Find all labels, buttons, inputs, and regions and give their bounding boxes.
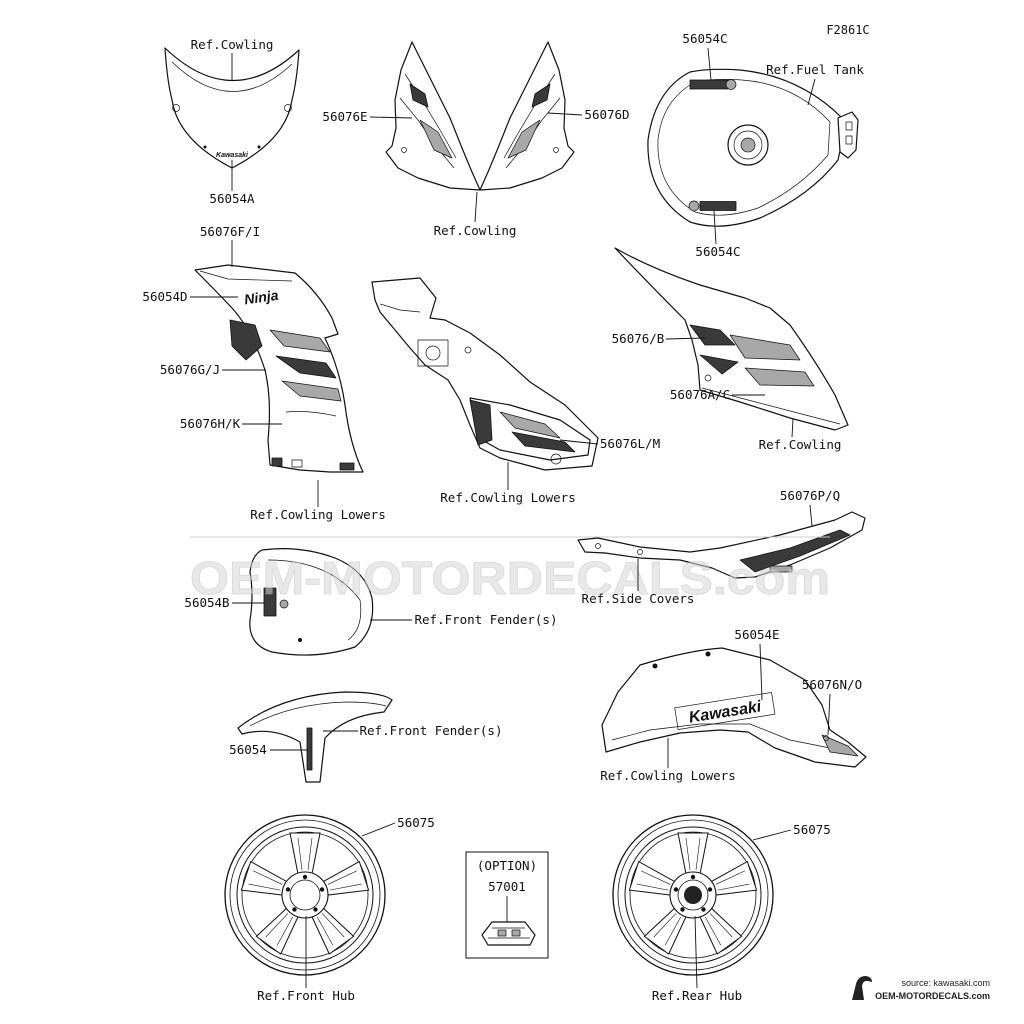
callout-front-wheel: 56075 Ref.Front Hub xyxy=(257,815,435,1003)
ref-cowling-lowers-label: Ref.Cowling Lowers xyxy=(600,768,735,783)
option-box: (OPTION) 57001 xyxy=(465,851,549,959)
ninja-decal: Ninja xyxy=(243,287,279,308)
part-56076D-label: 56076D xyxy=(584,107,629,122)
part-56076B-label: 56076/B xyxy=(612,331,665,346)
windscreen-kawasaki-decal: Kawasaki xyxy=(216,152,249,159)
ref-front-fender-label: Ref.Front Fender(s) xyxy=(360,723,503,738)
part-56075-front-label: 56075 xyxy=(397,815,435,830)
front-fender-side xyxy=(237,691,393,783)
tail-cowl xyxy=(614,247,849,431)
inner-cowl xyxy=(371,277,599,471)
part-56076HK-label: 56076H/K xyxy=(180,416,241,431)
callout-side-covers: 56076P/Q Ref.Side Covers xyxy=(582,488,841,606)
upper-cowl-left-panel xyxy=(385,41,481,191)
option-title: (OPTION) xyxy=(477,858,537,873)
source-credit: source: kawasaki.com xyxy=(901,978,990,988)
tank-decal-bottom xyxy=(688,200,737,212)
side-cowl: Ninja xyxy=(194,264,364,473)
option-part-number: 57001 xyxy=(488,879,526,894)
part-56076NO-label: 56076N/O xyxy=(802,677,862,692)
part-56054E-label: 56054E xyxy=(734,627,779,642)
callout-tail-cowl: 56076/B 56076A/C Ref.Cowling xyxy=(612,331,842,452)
option-part-drawing xyxy=(481,921,536,946)
ref-cowling-lowers-label: Ref.Cowling Lowers xyxy=(250,507,385,522)
fender-decal-56054B xyxy=(263,587,277,617)
callout-inner-cowl: 56076L/M Ref.Cowling Lowers xyxy=(440,436,660,505)
part-56076GJ-label: 56076G/J xyxy=(160,362,220,377)
fuel-tank xyxy=(647,68,859,227)
part-56054-label: 56054 xyxy=(229,742,267,757)
ref-side-covers-label: Ref.Side Covers xyxy=(582,591,695,606)
upper-cowl-right-panel xyxy=(479,41,575,191)
part-56054A-label: 56054A xyxy=(209,191,255,206)
side-covers xyxy=(577,511,866,579)
part-56075-rear-label: 56075 xyxy=(793,822,831,837)
lower-cowl: Kawasaki xyxy=(601,647,867,768)
ref-cowling-label: Ref.Cowling xyxy=(434,223,517,238)
part-56054D-label: 56054D xyxy=(142,289,187,304)
part-56076FI-label: 56076F/I xyxy=(200,224,260,239)
windscreen: Kawasaki xyxy=(164,47,300,169)
heron-logo-icon xyxy=(852,976,872,1000)
part-56054C-bottom-label: 56054C xyxy=(695,244,740,259)
site-credit: OEM-MOTORDECALS.com xyxy=(875,991,990,1001)
part-56076E-label: 56076E xyxy=(322,109,367,124)
tank-decal-top xyxy=(689,79,737,90)
part-56054B-label: 56054B xyxy=(184,595,229,610)
callout-fender-side: 56054 Ref.Front Fender(s) xyxy=(229,723,502,757)
fender-decal-56054 xyxy=(306,727,313,771)
part-56076AC-label: 56076A/C xyxy=(670,387,730,402)
callout-lower-cowl: 56054E 56076N/O Ref.Cowling Lowers xyxy=(600,627,862,783)
callout-fender-top: 56054B Ref.Front Fender(s) xyxy=(184,595,557,627)
front-fender-top xyxy=(249,548,374,656)
part-56076LM-label: 56076L/M xyxy=(600,436,660,451)
ref-cowling-label: Ref.Cowling xyxy=(759,437,842,452)
front-wheel xyxy=(225,815,385,975)
ref-front-fender-label: Ref.Front Fender(s) xyxy=(415,612,558,627)
callout-windscreen: Ref.Cowling 56054A xyxy=(191,37,274,206)
callout-rear-wheel: 56075 Ref.Rear Hub xyxy=(652,822,831,1003)
ref-cowling-lowers-label: Ref.Cowling Lowers xyxy=(440,490,575,505)
ref-rear-hub-label: Ref.Rear Hub xyxy=(652,988,742,1003)
figure-code: F2861C xyxy=(826,23,869,37)
callout-fuel-tank: 56054C Ref.Fuel Tank 56054C xyxy=(682,31,864,259)
credit: source: kawasaki.com OEM-MOTORDECALS.com xyxy=(852,976,990,1001)
ref-cowling-label: Ref.Cowling xyxy=(191,37,274,52)
part-56076PQ-label: 56076P/Q xyxy=(780,488,840,503)
ref-front-hub-label: Ref.Front Hub xyxy=(257,988,355,1003)
ref-fuel-tank-label: Ref.Fuel Tank xyxy=(766,62,864,77)
callout-upper-cowl: 56076E 56076D Ref.Cowling xyxy=(322,107,629,238)
rear-hub-center xyxy=(684,886,702,904)
callout-side-cowl: 56076F/I 56054D 56076G/J 56076H/K Ref.Co… xyxy=(142,224,385,522)
watermark-text: OEM-MOTORDECALS.com xyxy=(190,552,830,604)
part-56054C-top-label: 56054C xyxy=(682,31,727,46)
